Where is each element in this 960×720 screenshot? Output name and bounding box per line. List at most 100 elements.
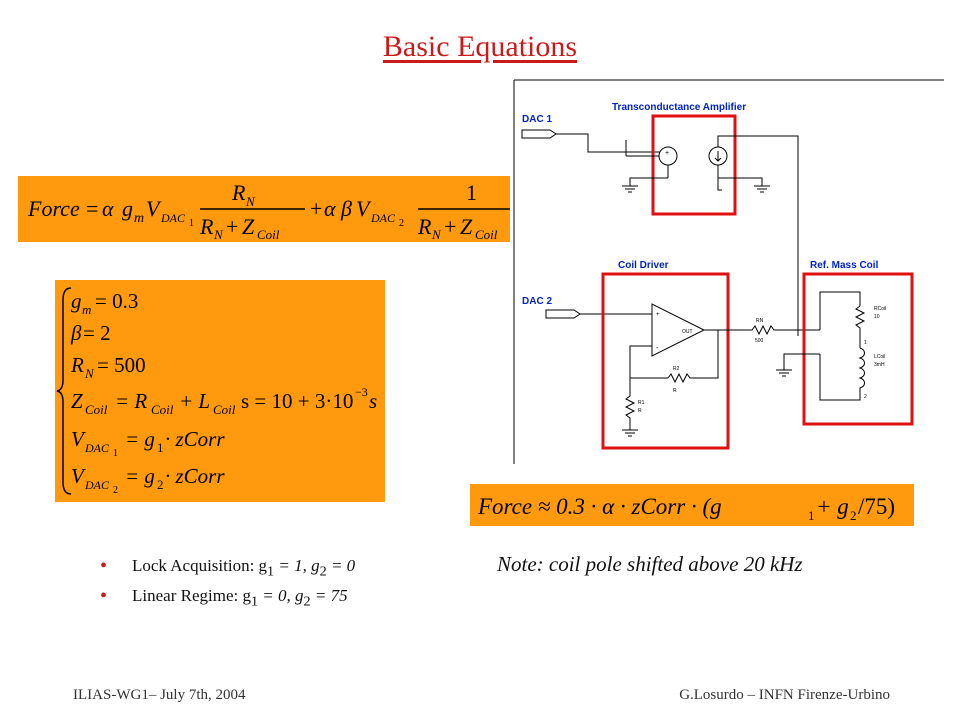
approx-force-box: Force ≈ 0.3 · α · zCorr · (g 1 + g 2 /75… xyxy=(470,484,914,526)
slide-title: Basic Equations xyxy=(382,30,578,63)
pole-note: Note: coil pole shifted above 20 kHz xyxy=(497,552,803,576)
resistor-r2 xyxy=(667,329,719,384)
svg-text:N: N xyxy=(245,194,256,209)
svg-text:· zCorr: · zCorr xyxy=(165,427,225,451)
eq-force-lhs: Force xyxy=(27,196,80,221)
svg-text:m: m xyxy=(134,211,144,226)
eq-alpha-2: α xyxy=(324,196,336,221)
svg-text:2: 2 xyxy=(399,218,404,229)
footer-author: G.Losurdo – INFN Firenze-Urbino xyxy=(679,687,890,703)
coil-driver-frame xyxy=(601,272,730,450)
svg-text:2: 2 xyxy=(850,508,857,523)
svg-text:R1: R1 xyxy=(638,400,645,406)
svg-text:2: 2 xyxy=(864,394,867,400)
svg-text:OUT: OUT xyxy=(682,329,693,335)
svg-text:= g: = g xyxy=(125,464,155,488)
svg-text:Coil: Coil xyxy=(85,402,108,417)
svg-text:R: R xyxy=(638,408,642,414)
svg-text:+ L: + L xyxy=(179,389,210,413)
resistor-rcoil xyxy=(854,305,866,348)
dac1-port xyxy=(521,129,557,139)
svg-text:1: 1 xyxy=(466,180,477,205)
eq-beta: β xyxy=(340,196,352,221)
opamp-icon xyxy=(651,303,706,357)
bullet-dot-icon: • xyxy=(100,585,108,607)
resistor-rn xyxy=(718,324,820,336)
svg-text:V: V xyxy=(71,464,86,488)
svg-text:Coil: Coil xyxy=(213,402,236,417)
parameters-box: g m = 0.3 β = 2 R N = 500 Z Coil = R Coi… xyxy=(55,280,385,502)
svg-text:500: 500 xyxy=(755,338,764,344)
svg-text:Coil: Coil xyxy=(151,402,174,417)
svg-text:1: 1 xyxy=(864,340,867,346)
svg-text:β: β xyxy=(70,321,82,345)
svg-text:DAC: DAC xyxy=(84,441,110,455)
svg-text:Force ≈ 0.3 · α · zCorr · (g: Force ≈ 0.3 · α · zCorr · (g xyxy=(477,494,722,519)
svg-text:V: V xyxy=(356,196,372,221)
force-equation: Force = α g m V DAC 1 R N R N + Z Coil +… xyxy=(27,180,520,242)
svg-text:R: R xyxy=(199,214,214,239)
svg-text:N: N xyxy=(213,227,224,242)
eq-alpha-1: α xyxy=(102,196,114,221)
svg-text:= g: = g xyxy=(125,427,155,451)
svg-text:RN: RN xyxy=(756,318,764,324)
eq-v-1: V xyxy=(146,196,162,221)
svg-text:= 500: = 500 xyxy=(97,353,146,377)
svg-text:R2: R2 xyxy=(673,366,680,372)
svg-text:R: R xyxy=(70,353,84,377)
svg-text:N: N xyxy=(84,366,95,381)
svg-text:= 2: = 2 xyxy=(83,321,111,345)
ta-frame xyxy=(651,114,737,216)
ref-mass-coil-title: Ref. Mass Coil xyxy=(810,260,879,271)
svg-text:Z: Z xyxy=(460,214,473,239)
svg-text:Coil: Coil xyxy=(257,227,280,242)
svg-text:s = 10 + 3·10: s = 10 + 3·10 xyxy=(241,389,353,413)
svg-text:= R: = R xyxy=(115,389,147,413)
svg-text:R: R xyxy=(673,388,677,394)
svg-text:Z: Z xyxy=(242,214,255,239)
svg-text:DAC: DAC xyxy=(370,211,396,225)
svg-text:10: 10 xyxy=(874,314,880,320)
svg-text:DAC: DAC xyxy=(160,211,186,225)
svg-text:+ g: + g xyxy=(816,494,849,519)
svg-text:+: + xyxy=(226,214,238,239)
parameters-equations: g m = 0.3 β = 2 R N = 500 Z Coil = R Coi… xyxy=(56,287,377,496)
inductor-lcoil-icon xyxy=(819,347,865,401)
svg-text:s: s xyxy=(369,389,377,413)
footer-date: ILIAS-WG1– July 7th, 2004 xyxy=(73,687,246,703)
svg-text:1: 1 xyxy=(189,218,194,229)
eq-gm: g xyxy=(122,196,133,221)
svg-text:1: 1 xyxy=(113,448,118,459)
svg-text:R: R xyxy=(231,180,246,205)
svg-text:3mH: 3mH xyxy=(874,362,885,368)
svg-text:1: 1 xyxy=(808,508,815,523)
svg-text:= 0.3: = 0.3 xyxy=(95,289,138,313)
ta-title: Transconductance Amplifier xyxy=(612,102,746,113)
dac1-label: DAC 1 xyxy=(522,114,552,125)
svg-text:+: + xyxy=(665,150,669,157)
svg-text:/75): /75) xyxy=(858,494,895,519)
svg-text:=: = xyxy=(86,196,98,221)
svg-text:g: g xyxy=(71,289,82,313)
dac1-wire xyxy=(556,133,663,153)
svg-text:2: 2 xyxy=(113,485,118,496)
dac2-label: DAC 2 xyxy=(522,296,552,307)
svg-text:+: + xyxy=(310,196,322,221)
resistor-r1 xyxy=(624,378,636,430)
svg-text:m: m xyxy=(82,302,91,317)
approx-force-equation: Force ≈ 0.3 · α · zCorr · (g 1 + g 2 /75… xyxy=(477,494,895,523)
svg-text:· zCorr: · zCorr xyxy=(165,464,225,488)
svg-text:Z: Z xyxy=(71,389,83,413)
svg-text:DAC: DAC xyxy=(84,478,110,492)
svg-text:V: V xyxy=(71,427,86,451)
svg-text:+: + xyxy=(656,312,660,318)
ref-mass-coil-frame xyxy=(802,272,914,426)
bullet-dot-icon: • xyxy=(100,555,108,577)
force-equation-box: Force = α g m V DAC 1 R N R N + Z Coil +… xyxy=(18,176,520,242)
circuit-diagram: DAC 1 Transconductance Amplifier + DAC 2… xyxy=(513,79,944,464)
svg-text:Coil: Coil xyxy=(475,227,498,242)
svg-text:2: 2 xyxy=(157,477,164,492)
coil-driver-title: Coil Driver xyxy=(618,260,669,271)
svg-text:LCoil: LCoil xyxy=(874,354,885,360)
dac2-port xyxy=(545,309,581,319)
